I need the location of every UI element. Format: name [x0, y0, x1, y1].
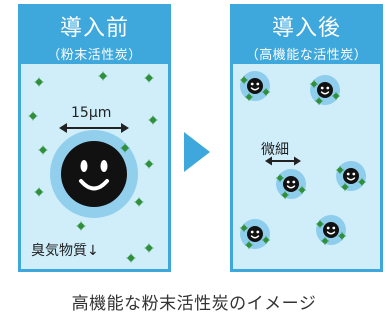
after-title: 導入後 [271, 16, 341, 41]
large-carbon-particle [61, 141, 127, 207]
size-label: 15μm [71, 105, 112, 121]
odor-particle [144, 243, 154, 253]
diagram-caption: 高機能な粉末活性炭のイメージ [71, 294, 317, 314]
small-carbon-particle [310, 75, 341, 106]
odor-particle [144, 159, 154, 169]
odor-particle [98, 71, 108, 81]
odor-particle [144, 73, 154, 83]
odor-particle [28, 111, 38, 121]
odor-particle [34, 77, 44, 87]
smiley-eye-left [80, 160, 88, 172]
fine-arrow-left-head [265, 156, 272, 166]
odor-particle [126, 253, 136, 263]
odor-particle [38, 145, 48, 155]
after-subtitle: （高機能な活性炭） [245, 48, 368, 63]
small-carbon-particle [240, 71, 271, 102]
odor-particle [148, 115, 158, 125]
fine-arrow-right-head [294, 156, 301, 166]
size-arrow-left-head [59, 123, 67, 133]
before-scene [28, 71, 158, 263]
small-carbon-particle [336, 161, 367, 192]
odor-particle [76, 221, 86, 231]
transition-arrow [184, 132, 210, 172]
after-panel: 導入後 （高機能な活性炭） [230, 4, 383, 275]
after-body: 微細 [230, 64, 383, 272]
after-header: 導入後 （高機能な活性炭） [230, 4, 383, 64]
odor-particle [134, 197, 144, 207]
small-carbon-particle [316, 215, 347, 246]
before-title: 導入前 [59, 16, 129, 41]
after-scene [233, 64, 380, 269]
before-subtitle: （粉末活性炭） [47, 48, 142, 63]
before-header: 導入前 （粉末活性炭） [18, 4, 171, 64]
odor-label: 臭気物質↓ [31, 243, 99, 259]
smiley-eye-right [100, 160, 108, 172]
size-arrow-right-head [121, 123, 129, 133]
fine-label: 微細 [261, 142, 289, 158]
small-carbon-particle [276, 169, 307, 200]
smiley-mouth [79, 179, 109, 191]
before-body: 15μm 臭気物質↓ [18, 64, 171, 272]
odor-particle [34, 187, 44, 197]
small-carbon-particle [240, 219, 271, 250]
before-panel: 導入前 （粉末活性炭） [18, 4, 171, 275]
